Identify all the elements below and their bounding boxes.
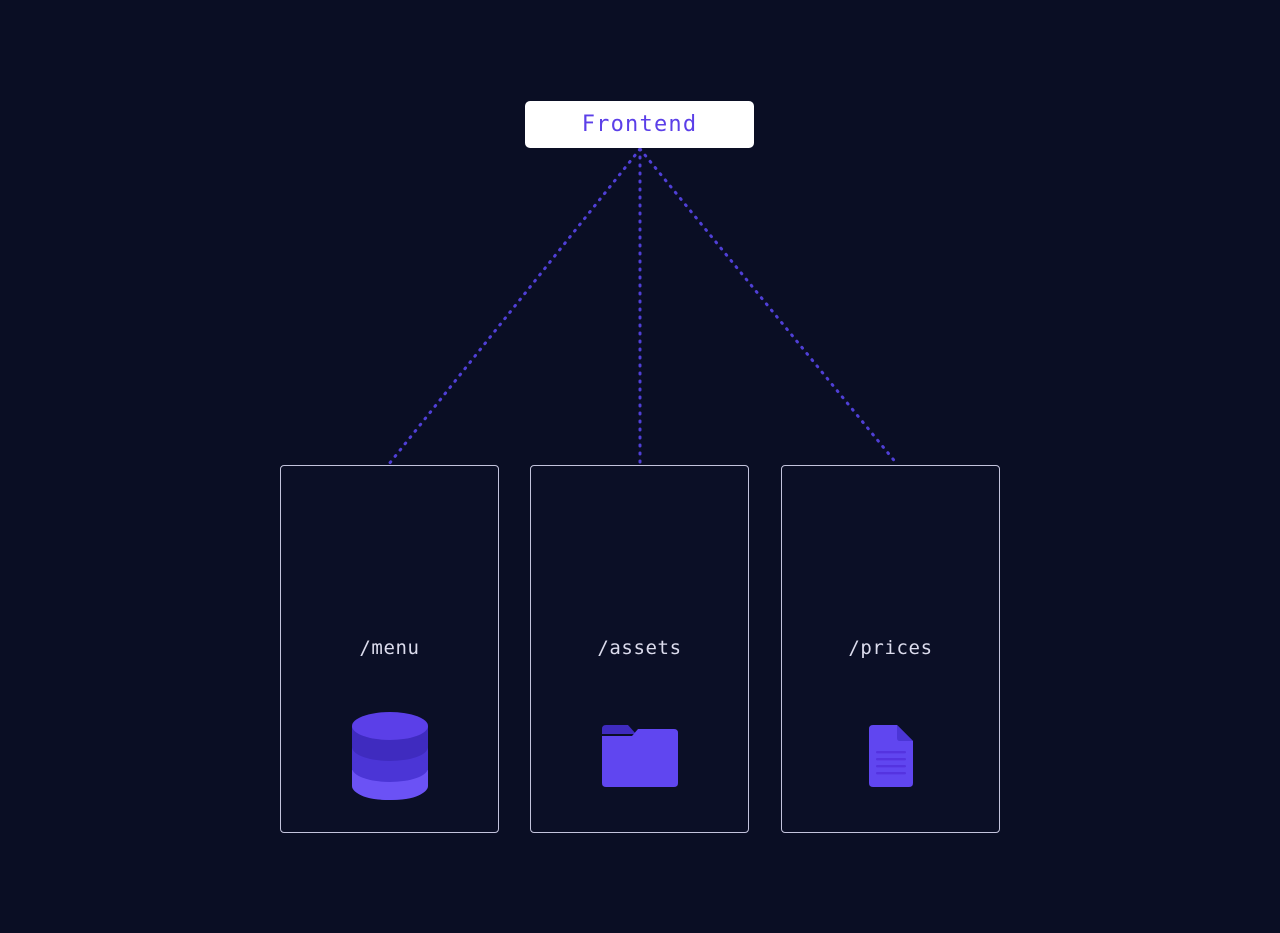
node-assets[interactable]: /assets bbox=[530, 465, 749, 833]
edge-frontend-to-menu bbox=[387, 147, 642, 466]
node-menu[interactable]: /menu bbox=[280, 465, 499, 833]
node-prices[interactable]: /prices bbox=[781, 465, 1000, 833]
folder-icon bbox=[601, 725, 678, 787]
node-prices-icon-wrap bbox=[782, 706, 999, 806]
node-menu-icon-wrap bbox=[281, 706, 498, 806]
database-icon bbox=[351, 712, 428, 800]
node-assets-label: /assets bbox=[597, 637, 682, 659]
edge-frontend-to-prices bbox=[638, 147, 899, 466]
node-frontend[interactable]: Frontend bbox=[525, 101, 754, 148]
document-icon bbox=[868, 725, 913, 787]
node-menu-label: /menu bbox=[359, 637, 420, 659]
node-frontend-label: Frontend bbox=[581, 111, 698, 137]
node-assets-icon-wrap bbox=[531, 706, 748, 806]
node-prices-label: /prices bbox=[848, 637, 933, 659]
